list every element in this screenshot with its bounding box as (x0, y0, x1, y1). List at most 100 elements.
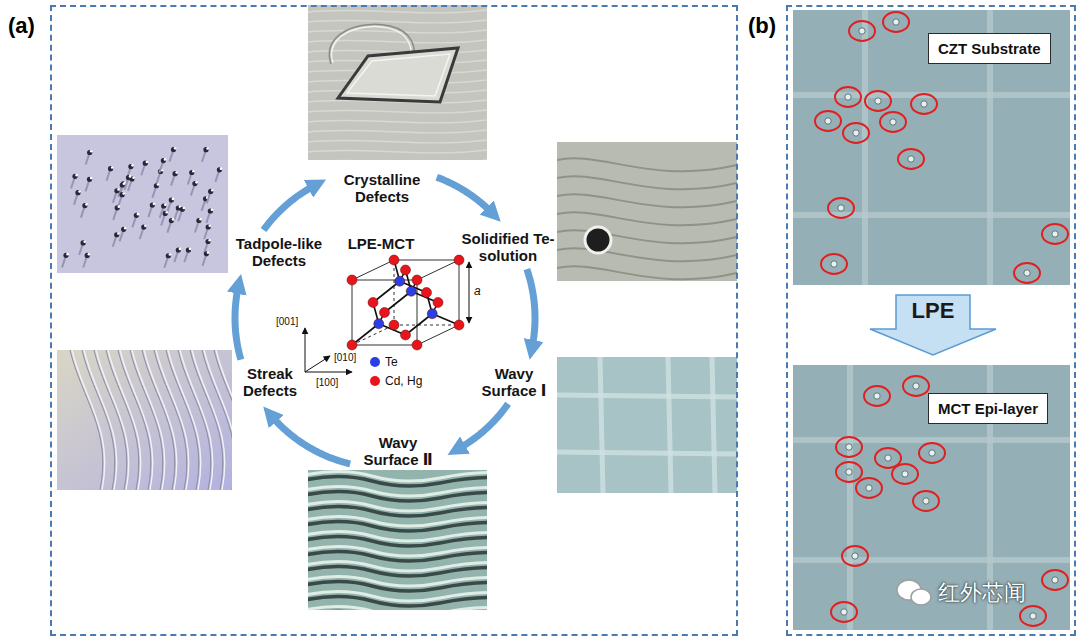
atom (433, 298, 443, 308)
tadpole-head (108, 166, 113, 171)
surface-defect (874, 393, 880, 399)
defect-marker (836, 462, 862, 482)
surface-defect (921, 101, 927, 107)
tadpole-head (63, 253, 68, 258)
surface-defect (838, 205, 844, 211)
wave-band (308, 507, 487, 517)
tadpole-head (161, 203, 166, 208)
defect-label: Tadpole-like Defects (229, 235, 329, 270)
atom (401, 330, 411, 340)
tadpole-head (143, 161, 148, 166)
micrograph-group (793, 10, 1070, 285)
surface-defect (1030, 613, 1036, 619)
micrograph (57, 350, 232, 490)
surface-defect (866, 485, 872, 491)
atom (454, 255, 464, 265)
tadpole-highlight (172, 198, 175, 201)
legend-entry: Te (370, 355, 398, 369)
tadpole-highlight (208, 224, 211, 227)
defect-marker (911, 94, 937, 114)
tadpole-highlight (88, 253, 91, 256)
tadpole-highlight (117, 232, 120, 235)
tadpole-highlight (195, 181, 198, 184)
tadpole-highlight (111, 166, 114, 169)
cube-edge (394, 325, 459, 326)
atom (395, 276, 405, 286)
surface-texture (557, 248, 737, 261)
tadpole-highlight (172, 218, 175, 221)
defect-label: Crystalline Defects (332, 171, 432, 206)
surface-texture (557, 266, 737, 279)
cross-hatch (557, 395, 737, 397)
surface-defect (852, 553, 858, 559)
atom (406, 286, 416, 296)
cube-edge (417, 260, 459, 280)
micrograph-group (308, 5, 487, 160)
tadpole-head (161, 158, 166, 163)
defect-marker (1042, 570, 1068, 590)
panel-frame: (b)CZT SubstrateLPEMCT Epi-layer (786, 5, 1076, 636)
defect-label: Solidified Te-solution (460, 230, 556, 265)
tadpole-head (208, 189, 213, 194)
tadpole-head (189, 170, 194, 175)
legend-swatch (370, 376, 380, 386)
watermark-icon (911, 589, 931, 605)
defect-marker (865, 91, 891, 111)
atom (389, 320, 399, 330)
surface-defect (831, 261, 837, 267)
cycle-arrow (527, 269, 535, 348)
surface-texture (308, 10, 487, 13)
tadpole-highlight (192, 170, 195, 173)
tadpole-head (166, 253, 171, 258)
legend-text: Cd, Hg (385, 374, 422, 388)
cross-hatch (600, 357, 603, 493)
defect-marker (1020, 606, 1046, 626)
defect-marker (821, 254, 847, 274)
defect-name: Tadpole-like Defects (229, 235, 329, 270)
wave-band (308, 522, 487, 532)
cube-edge (352, 345, 417, 346)
tadpole-head (154, 183, 159, 188)
legend-swatch (370, 357, 380, 367)
tadpole-highlight (175, 171, 178, 174)
atom (422, 288, 432, 298)
dimension-arrow (469, 262, 470, 323)
surface-defect (875, 98, 881, 104)
lattice-constant: a (474, 284, 481, 298)
cube-edge (394, 260, 459, 261)
tadpole-highlight (122, 192, 125, 195)
surface-defect (1052, 577, 1058, 583)
wave-band (308, 537, 487, 547)
tadpole-head (176, 247, 181, 252)
tadpole-highlight (75, 174, 78, 177)
cube-edge (417, 325, 459, 345)
atom (454, 320, 464, 330)
surface-defect (825, 118, 831, 124)
defect-marker (835, 87, 861, 107)
defect-name: Streak Defects (234, 365, 306, 400)
tadpole-head (120, 192, 125, 197)
wave-band (308, 582, 487, 592)
surface-defect (890, 119, 896, 125)
tadpole-head (180, 207, 185, 212)
tadpole-head (169, 218, 174, 223)
defect-marker (903, 376, 929, 396)
tadpole-highlight (208, 239, 211, 242)
panel-frame: (a)LPE-MCTCrystalline DefectsSolidified … (50, 5, 738, 636)
surface-defect (929, 450, 935, 456)
cycle-arrow (264, 185, 316, 230)
axis-label: [100] (316, 377, 338, 388)
streak (216, 350, 232, 490)
defect-label: Streak Defects (234, 365, 306, 400)
tadpole-head (82, 203, 87, 208)
watermark: 红外芯闻 (938, 578, 1026, 608)
tadpole-highlight (129, 175, 132, 178)
micrograph-group (57, 135, 228, 273)
axis-label: [001] (276, 316, 298, 327)
tadpole-head (217, 167, 222, 172)
micrograph-group (557, 142, 737, 281)
defect-name: Wavy Surface Ⅱ (355, 434, 441, 469)
tadpole-highlight (211, 189, 214, 192)
micrograph-group (557, 357, 737, 493)
cross-hatch (847, 365, 853, 630)
